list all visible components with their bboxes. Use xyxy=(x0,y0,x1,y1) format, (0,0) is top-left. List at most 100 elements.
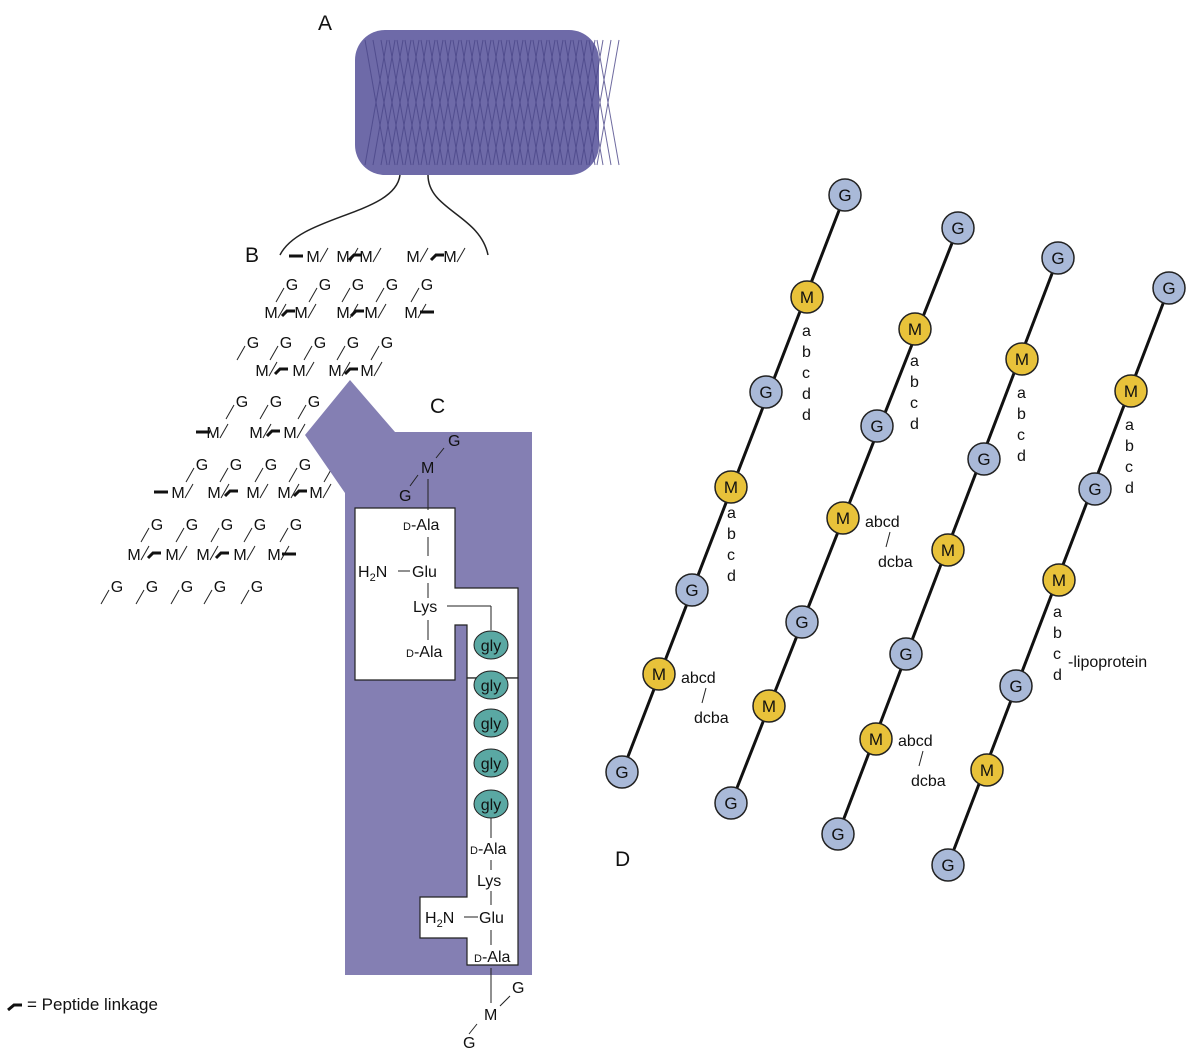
crosslink-bond xyxy=(885,531,891,548)
muramic-unit: M xyxy=(171,485,184,502)
muramic-unit: M xyxy=(255,363,268,380)
peptide-link xyxy=(214,551,229,560)
peptide-residue: a xyxy=(1017,385,1026,402)
glucosamine-node-label: G xyxy=(724,794,737,813)
glycosidic-bond xyxy=(268,361,278,377)
glucosamine-node-label: G xyxy=(1162,279,1175,298)
peptide-residue: b xyxy=(910,374,919,391)
peptide-residue: d xyxy=(1125,480,1134,497)
glycosidic-bond xyxy=(322,483,332,499)
muramic-node xyxy=(826,501,860,535)
glucosamine-unit: G xyxy=(463,1035,475,1051)
peptide-residue: c xyxy=(910,395,918,412)
mesh-line xyxy=(444,39,468,166)
muramic-node xyxy=(931,533,965,567)
mesh-line xyxy=(580,39,604,166)
glucosamine-node xyxy=(1041,241,1075,275)
muramic-unit: M xyxy=(364,305,377,322)
glycosidic-bond xyxy=(225,404,235,420)
peptide-residue: c xyxy=(1125,459,1133,476)
muramic-unit: M xyxy=(336,249,349,266)
glycosidic-bond xyxy=(308,287,318,303)
mesh-line xyxy=(468,39,492,166)
muramic-node xyxy=(1005,342,1039,376)
panel-label-b: B xyxy=(245,244,259,267)
lysine-lower: Lys xyxy=(477,873,501,890)
muramic-unit: M xyxy=(206,425,219,442)
glucosamine-unit: G xyxy=(186,517,198,534)
muramic-node-label: M xyxy=(1015,350,1029,369)
glucosamine-unit: G xyxy=(386,277,398,294)
glucosamine-unit: G xyxy=(512,980,524,997)
glycosidic-bond xyxy=(456,247,466,263)
glucosamine-node-label: G xyxy=(759,383,772,402)
glucosamine-node xyxy=(999,669,1033,703)
glycosidic-bond xyxy=(410,287,420,303)
glucosamine-node xyxy=(749,375,783,409)
mesh-line xyxy=(564,39,588,166)
crosslink-top: abcd xyxy=(865,514,900,531)
glucosamine-node xyxy=(889,637,923,671)
glycosidic-bond xyxy=(372,247,382,263)
glucosamine-unit: G xyxy=(214,579,226,596)
glycosidic-bond xyxy=(220,483,230,499)
peptide-residue: b xyxy=(1053,625,1062,642)
glucosamine-node-label: G xyxy=(838,186,851,205)
glycosidic-bond xyxy=(319,247,329,263)
muramic-unit: M xyxy=(309,485,322,502)
mesh-line xyxy=(380,39,404,166)
d-alanine-lower-2: D-Ala xyxy=(474,949,511,966)
muramic-unit: M xyxy=(404,305,417,322)
muramic-node-label: M xyxy=(762,697,776,716)
muramic-unit: M xyxy=(421,460,434,477)
glycosidic-bond xyxy=(175,527,185,543)
muramic-unit: M xyxy=(306,249,319,266)
glycosidic-bond xyxy=(100,589,110,605)
glucosamine-unit: G xyxy=(111,579,123,596)
peptide-link xyxy=(265,429,280,438)
mesh-line xyxy=(364,39,388,166)
mesh-line xyxy=(388,39,412,166)
glycine-label: gly xyxy=(481,638,501,655)
glycosidic-bond xyxy=(288,467,298,483)
muramic-unit: M xyxy=(406,249,419,266)
glycosidic-bond xyxy=(499,995,511,1007)
mesh-line xyxy=(404,39,428,166)
glucosamine-unit: G xyxy=(352,277,364,294)
mesh-line xyxy=(452,39,476,166)
glucosamine-node xyxy=(821,817,855,851)
crosslink-bottom: dcba xyxy=(694,710,729,727)
peptide-link xyxy=(347,253,362,262)
muramic-unit: M xyxy=(165,547,178,564)
mesh-line xyxy=(588,39,612,166)
glycosidic-bond xyxy=(246,545,256,561)
glycosidic-bond xyxy=(296,423,306,439)
glucosamine-unit: G xyxy=(299,457,311,474)
glucosamine-unit: G xyxy=(230,457,242,474)
peptide-residue: b xyxy=(1125,438,1134,455)
glucosamine-unit: G xyxy=(308,394,320,411)
muramic-unit: M xyxy=(336,305,349,322)
peptide-residue: a xyxy=(727,505,736,522)
glucosamine-unit: G xyxy=(254,517,266,534)
mesh-line xyxy=(396,39,420,166)
crosslink-bottom: dcba xyxy=(878,554,913,571)
glycosidic-bond xyxy=(370,345,380,361)
glucosamine-node xyxy=(785,605,819,639)
peptide-residue: d xyxy=(802,407,811,424)
mesh-line xyxy=(524,39,548,166)
glycine-label: gly xyxy=(481,678,501,695)
peptide-link xyxy=(343,367,358,376)
muramic-node xyxy=(752,689,786,723)
glycosidic-bond xyxy=(219,423,229,439)
peptide-residue: d xyxy=(1053,667,1062,684)
glucosamine-node xyxy=(714,786,748,820)
muramic-node-label: M xyxy=(1124,382,1138,401)
mesh-line xyxy=(436,39,460,166)
glycosidic-bond xyxy=(277,303,287,319)
glycine-label: gly xyxy=(481,716,501,733)
glycosidic-bond xyxy=(297,404,307,420)
mesh-line xyxy=(572,39,596,166)
glycosidic-bond xyxy=(184,483,194,499)
glucosamine-unit: G xyxy=(421,277,433,294)
